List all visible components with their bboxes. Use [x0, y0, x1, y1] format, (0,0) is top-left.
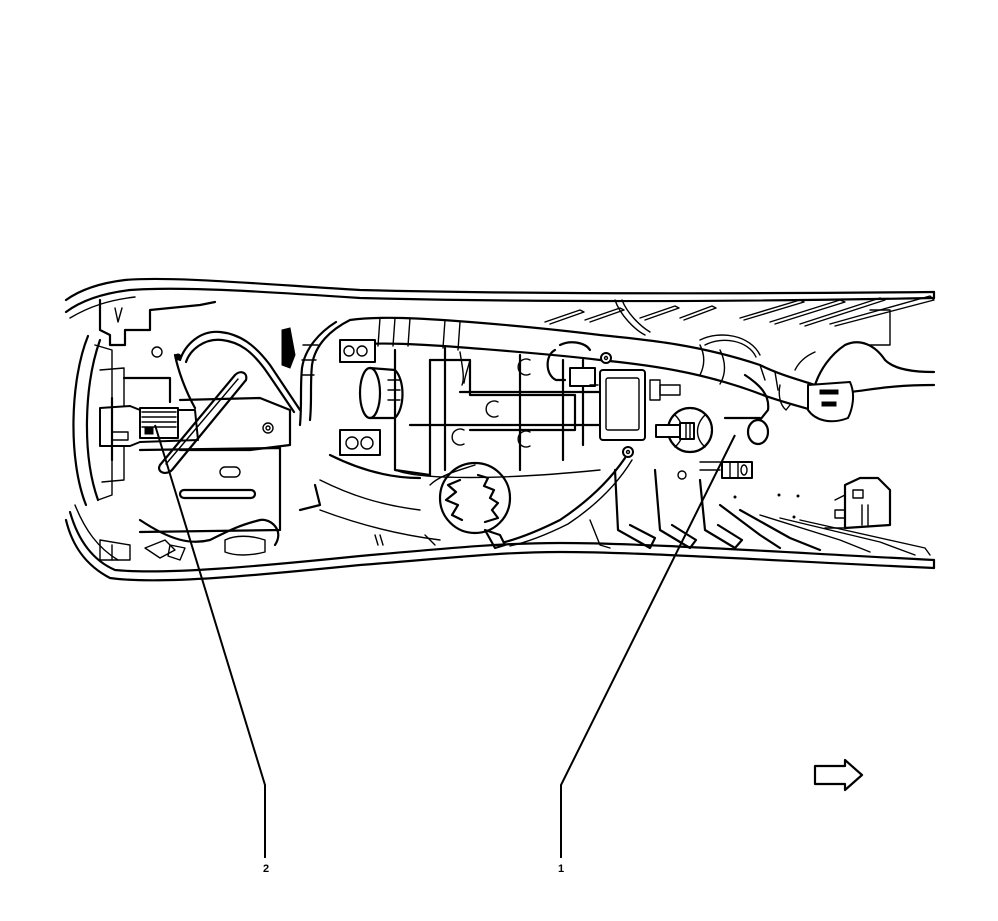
lower-left-wires — [99, 518, 280, 561]
callout-1-connector — [677, 461, 753, 480]
wiring-harness-top — [348, 299, 817, 412]
lower-wire — [298, 453, 633, 547]
bulb-socket — [655, 373, 770, 454]
harness-left-curve — [298, 318, 352, 427]
right-harness-connector — [778, 341, 936, 423]
callout-2-leader — [154, 424, 266, 858]
center-bracket — [339, 339, 602, 479]
right-small-bracket — [733, 476, 892, 530]
housing-outline — [64, 277, 936, 582]
grommet — [429, 461, 512, 550]
left-wire-loop — [173, 327, 302, 414]
callout-1-leader — [560, 434, 736, 858]
arrow-right-outline-icon — [813, 758, 864, 792]
left-connector-module — [99, 376, 199, 462]
callout-label-2: 2 — [262, 863, 270, 875]
bottom-ribs — [589, 468, 931, 556]
relay-module — [569, 352, 681, 458]
left-bracket-plate — [98, 298, 292, 534]
callout-label-1: 1 — [557, 863, 565, 875]
top-ribs — [544, 295, 935, 346]
